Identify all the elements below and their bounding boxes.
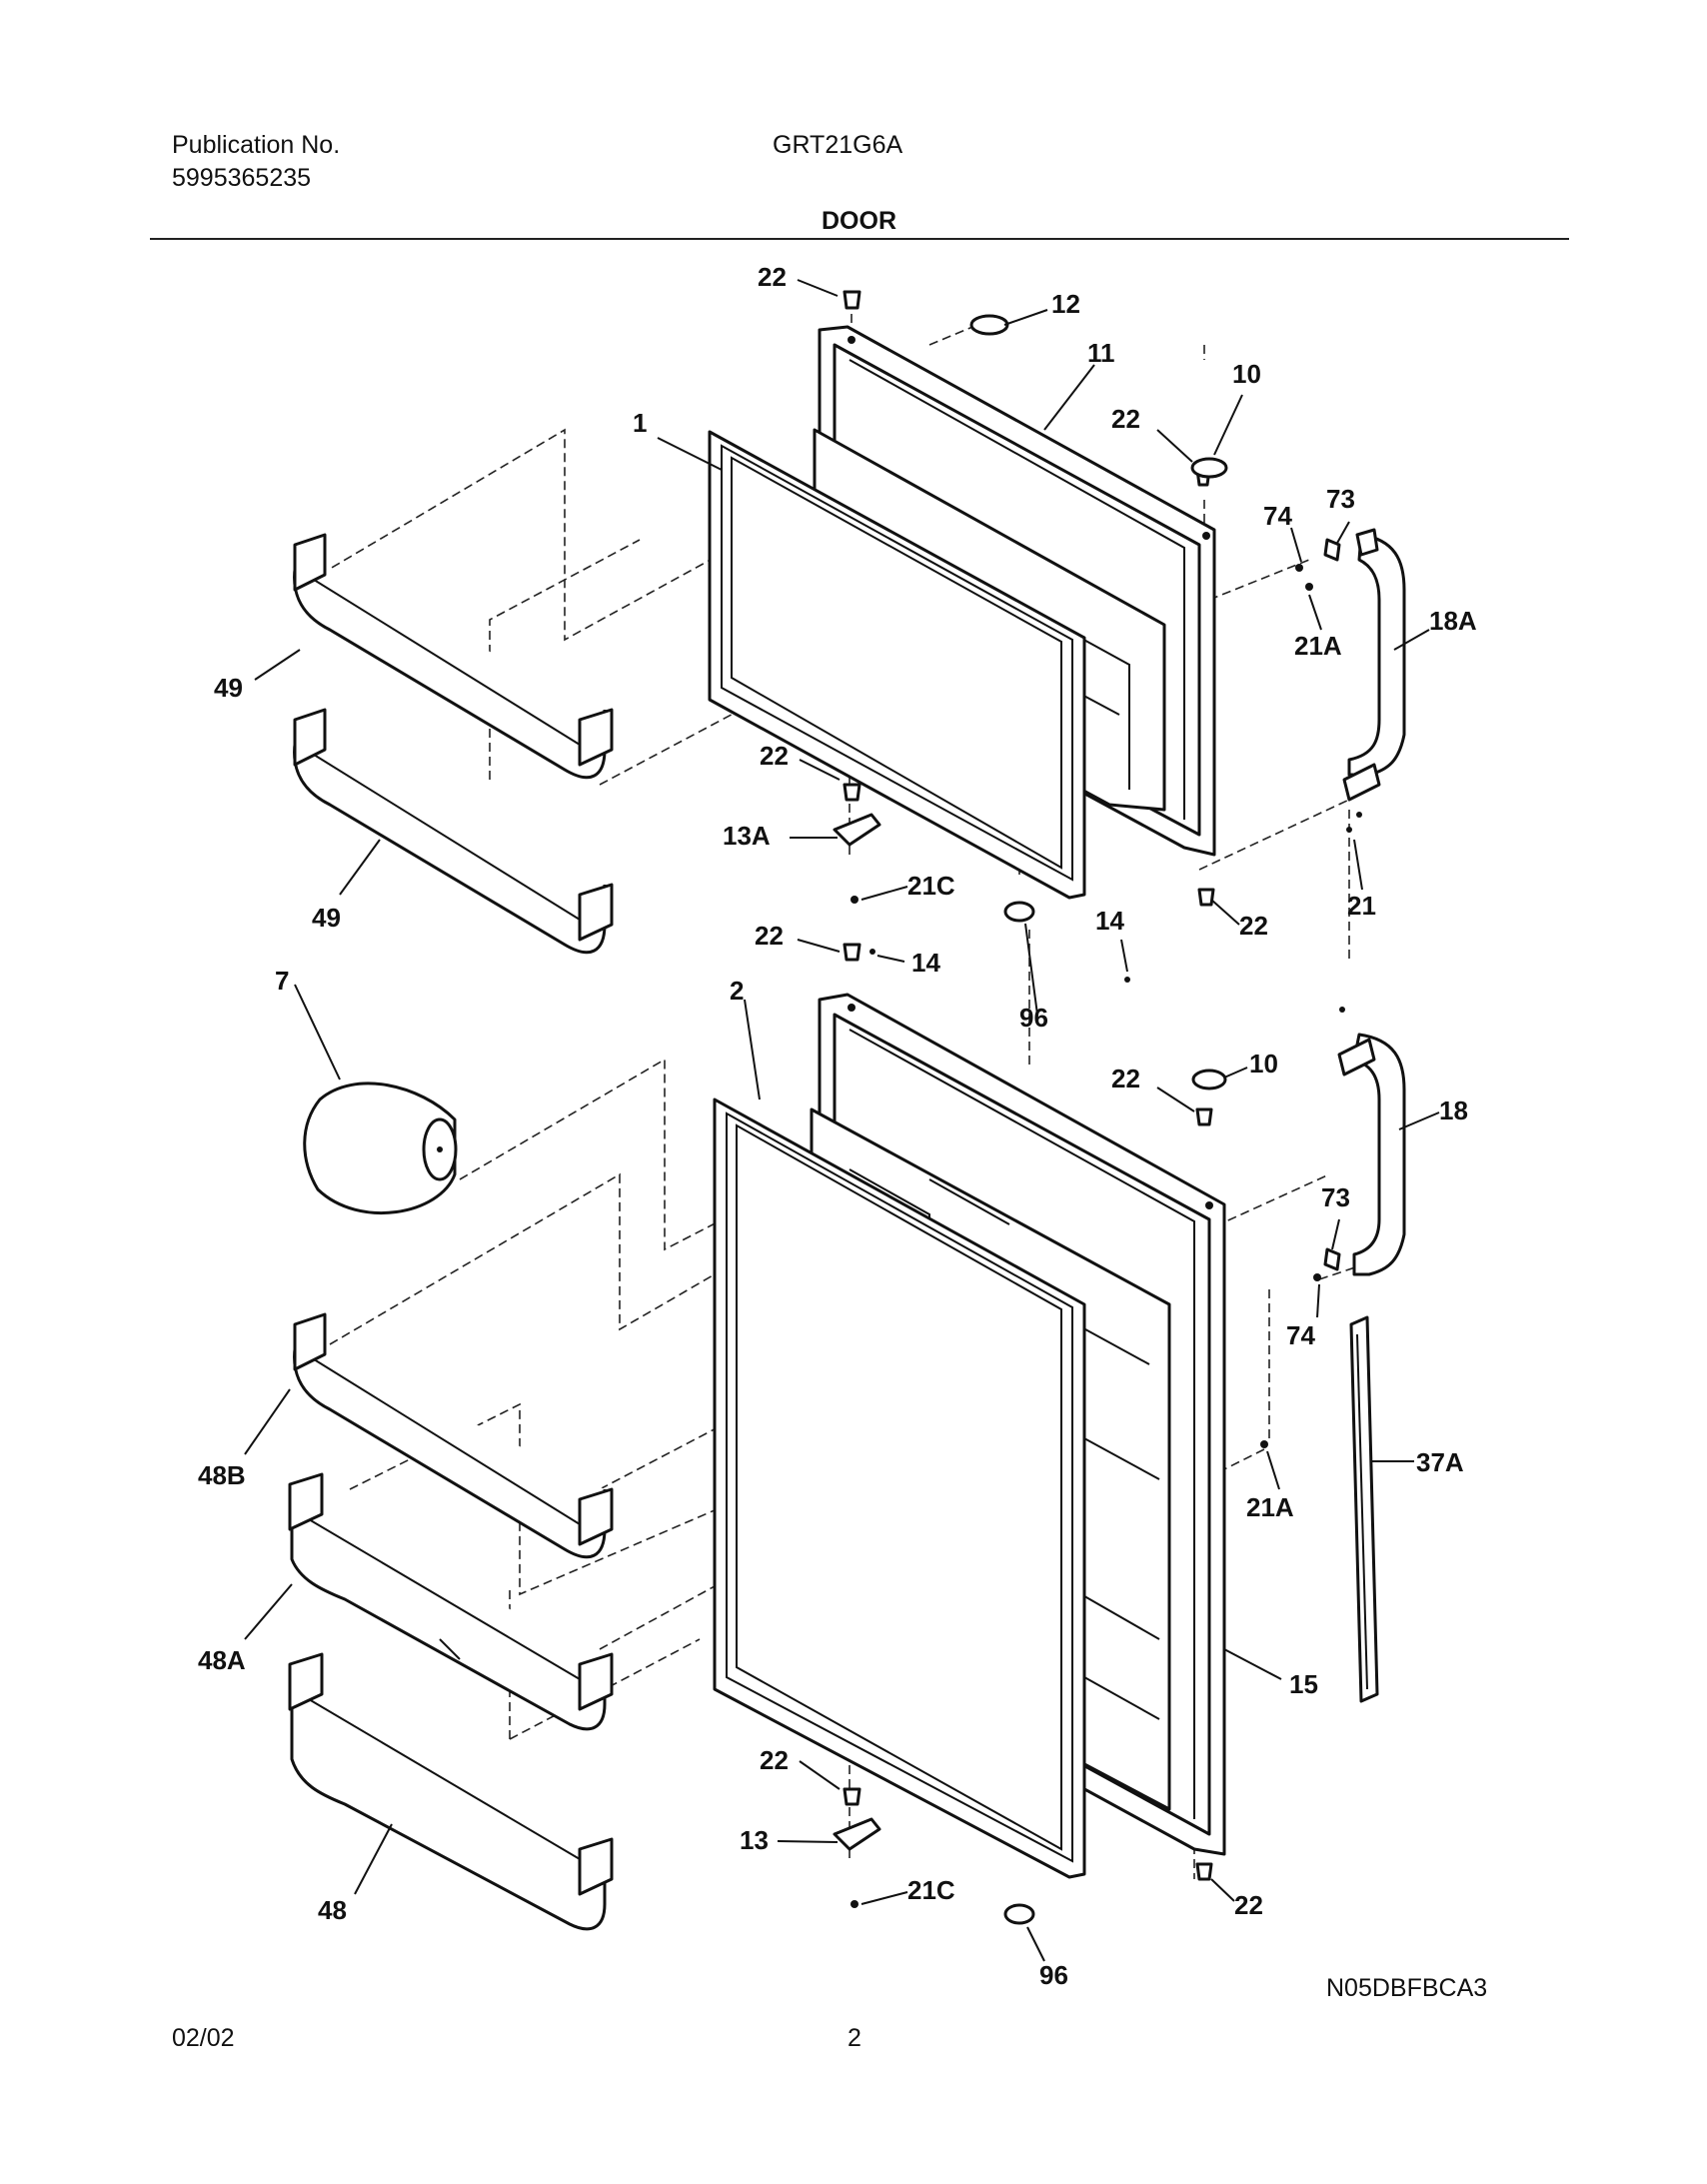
- callout-18a: 18A: [1429, 606, 1477, 636]
- callout-21a: 21A: [1294, 631, 1342, 661]
- callout-22: 22: [1234, 1890, 1263, 1920]
- callout-13: 13: [740, 1825, 769, 1855]
- callout-48a: 48A: [198, 1645, 246, 1675]
- callout-11: 11: [1087, 338, 1115, 368]
- freezer-shelf-lower: [293, 708, 614, 955]
- callout-49: 49: [214, 673, 243, 703]
- handle-trim-37a: [1349, 1315, 1379, 1703]
- callout-22: 22: [760, 741, 789, 771]
- callout-96: 96: [1019, 1003, 1048, 1033]
- callout-22: 22: [760, 1745, 789, 1775]
- callout-22: 22: [1111, 1064, 1140, 1093]
- door-bin-48: [288, 1652, 614, 1931]
- header-rule: [150, 238, 1569, 240]
- callout-49: 49: [312, 903, 341, 933]
- callout-73: 73: [1326, 484, 1355, 514]
- callout-15: 15: [1289, 1669, 1318, 1699]
- publication-number: 5995365235: [172, 164, 312, 192]
- callout-13a: 13A: [723, 821, 771, 851]
- callout-2: 2: [730, 976, 744, 1006]
- freezer-door-gasket: [708, 430, 1086, 900]
- callout-74: 74: [1263, 501, 1292, 531]
- diagram-code: N05DBFBCA3: [1326, 1974, 1488, 2002]
- callout-96: 96: [1039, 1960, 1068, 1990]
- publication-label: Publication No.: [172, 131, 341, 159]
- door-shelf-48a: [288, 1472, 614, 1731]
- model-number: GRT21G6A: [773, 131, 903, 159]
- callout-10: 10: [1232, 359, 1261, 389]
- callout-10: 10: [1249, 1049, 1278, 1079]
- callout-22: 22: [758, 262, 787, 292]
- callout-21: 21: [1347, 891, 1376, 921]
- callout-48b: 48B: [198, 1460, 246, 1490]
- callout-22: 22: [755, 921, 784, 951]
- callout-18: 18: [1439, 1095, 1468, 1125]
- callout-12: 12: [1051, 289, 1080, 319]
- callout-22: 22: [1111, 404, 1140, 434]
- callout-7: 7: [275, 966, 289, 996]
- callout-73: 73: [1321, 1182, 1350, 1212]
- leader-lines: [244, 279, 1440, 1962]
- fresh-food-handle-18: [1337, 1033, 1406, 1276]
- fresh-food-door-gasket: [713, 1097, 1086, 1879]
- callout-74: 74: [1286, 1320, 1315, 1350]
- freezer-shelf-upper: [293, 533, 614, 780]
- callout-21c: 21C: [907, 871, 955, 901]
- door-shelf-48b: [293, 1312, 614, 1559]
- footer-date: 02/02: [172, 2024, 235, 2052]
- hardware: [833, 290, 1362, 1925]
- callout-37a: 37A: [1416, 1447, 1464, 1477]
- callout-14: 14: [1095, 906, 1124, 936]
- page-number: 2: [848, 2024, 861, 2052]
- section-title: DOOR: [822, 207, 896, 235]
- dairy-compartment: [303, 1082, 458, 1214]
- callout-21a: 21A: [1246, 1492, 1294, 1522]
- callout-1: 1: [633, 408, 647, 438]
- callout-48: 48: [318, 1895, 347, 1925]
- callout-22: 22: [1239, 911, 1268, 941]
- freezer-handle-18a: [1342, 528, 1406, 802]
- callout-21c: 21C: [907, 1875, 955, 1905]
- callout-14: 14: [911, 948, 940, 978]
- callout-labels: 22 12 11 10 22 1 74 73 21A 18A 49 22 13A…: [198, 262, 1477, 1990]
